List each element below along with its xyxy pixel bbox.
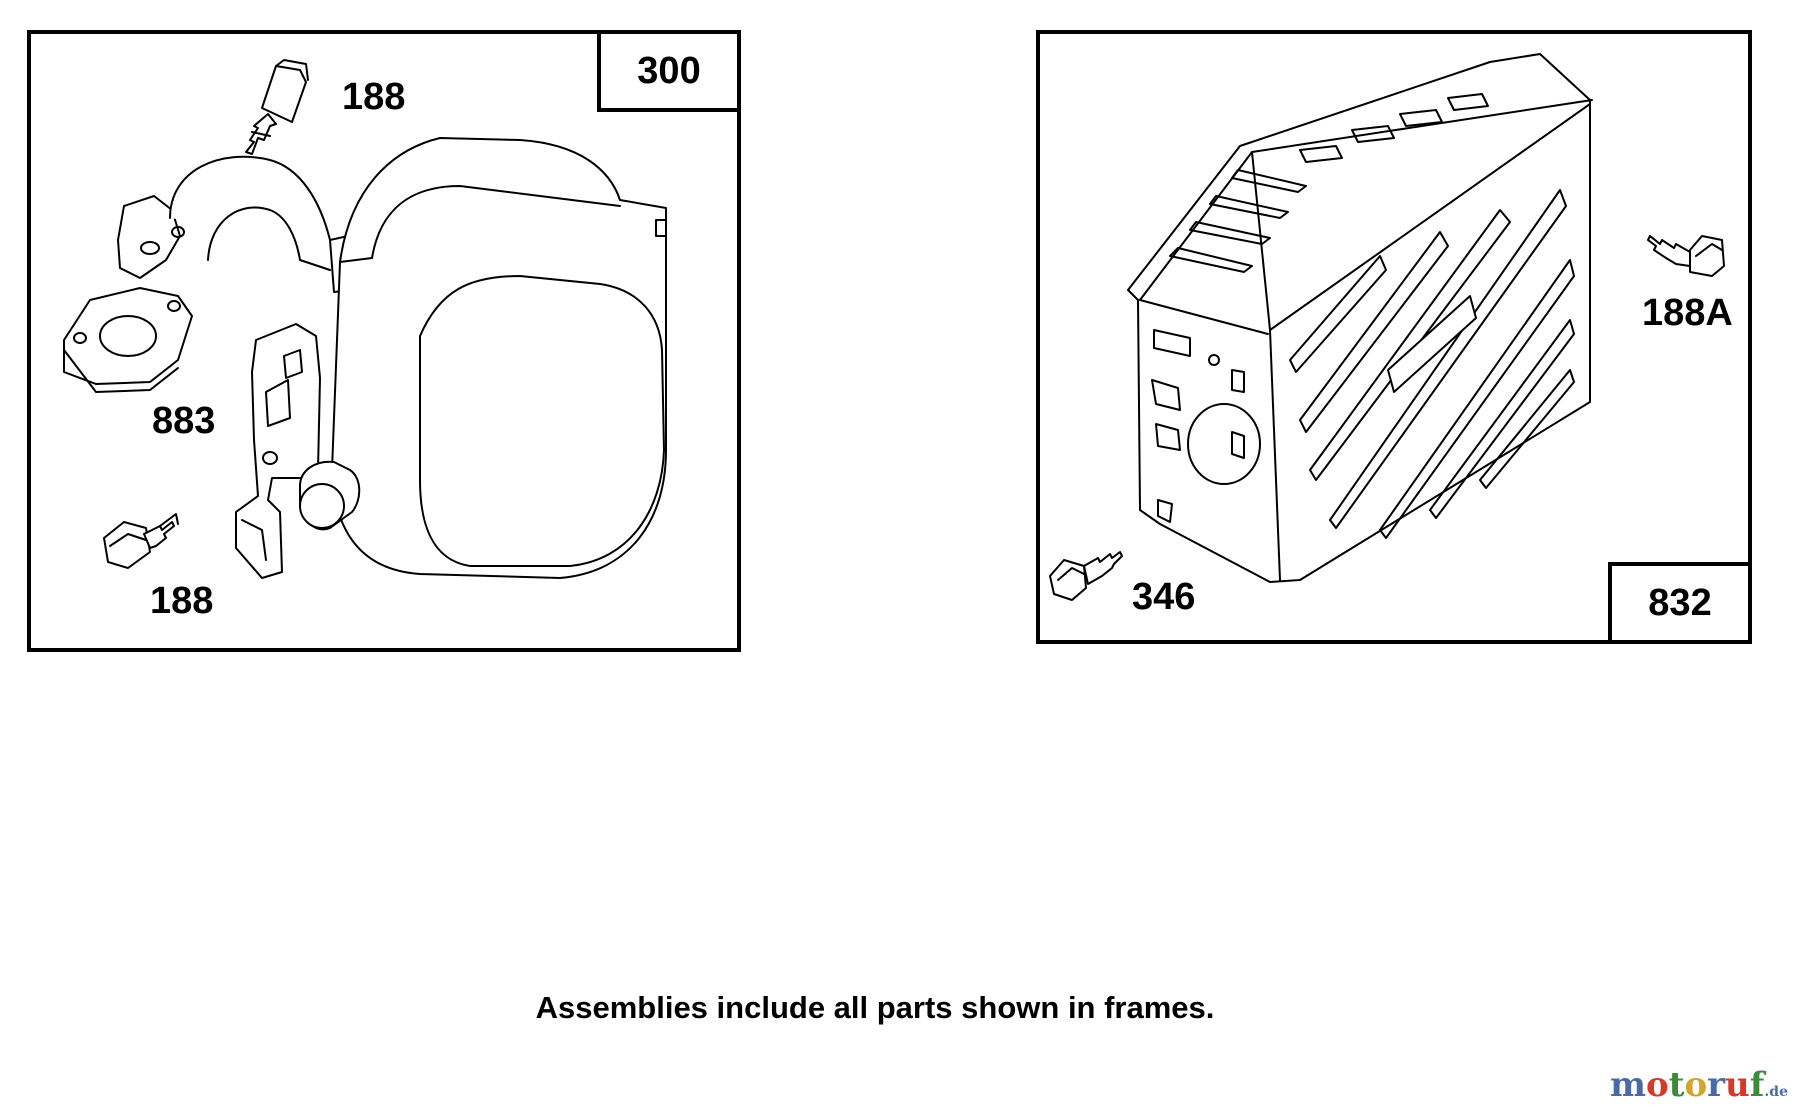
watermark-letter: m (1610, 1065, 1647, 1105)
bolt-188-bottom-illustration (103, 513, 179, 569)
muffler-body-illustration (235, 137, 667, 579)
gasket-883-illustration (63, 287, 193, 393)
callout-188-bottom: 188 (150, 580, 214, 622)
callout-883: 883 (152, 400, 216, 442)
bolt-188-top-illustration (245, 59, 309, 155)
watermark-letter: r (1707, 1065, 1726, 1105)
callout-346: 346 (1132, 576, 1196, 618)
heat-shield-illustration (1127, 53, 1593, 583)
watermark-suffix: .de (1764, 1084, 1788, 1100)
callout-188-top: 188 (342, 76, 406, 118)
watermark-letter: o (1684, 1065, 1708, 1105)
watermark-letter: t (1668, 1065, 1685, 1105)
screw-346-illustration (1049, 551, 1123, 601)
callout-188a: 188A (1642, 292, 1733, 334)
bolt-188a-illustration (1647, 235, 1725, 277)
watermark-letter: o (1646, 1065, 1669, 1105)
assembly-number-300: 300 (597, 30, 741, 112)
assembly-number-832: 832 (1608, 562, 1752, 644)
assemblies-note: Assemblies include all parts shown in fr… (535, 990, 1215, 1025)
watermark-logo: motoruf.de (1610, 1065, 1788, 1105)
exhaust-pipe-illustration (117, 155, 353, 293)
watermark-letter: f (1749, 1065, 1765, 1105)
watermark-text: motoruf (1610, 1065, 1764, 1105)
watermark-letter: u (1725, 1065, 1750, 1105)
